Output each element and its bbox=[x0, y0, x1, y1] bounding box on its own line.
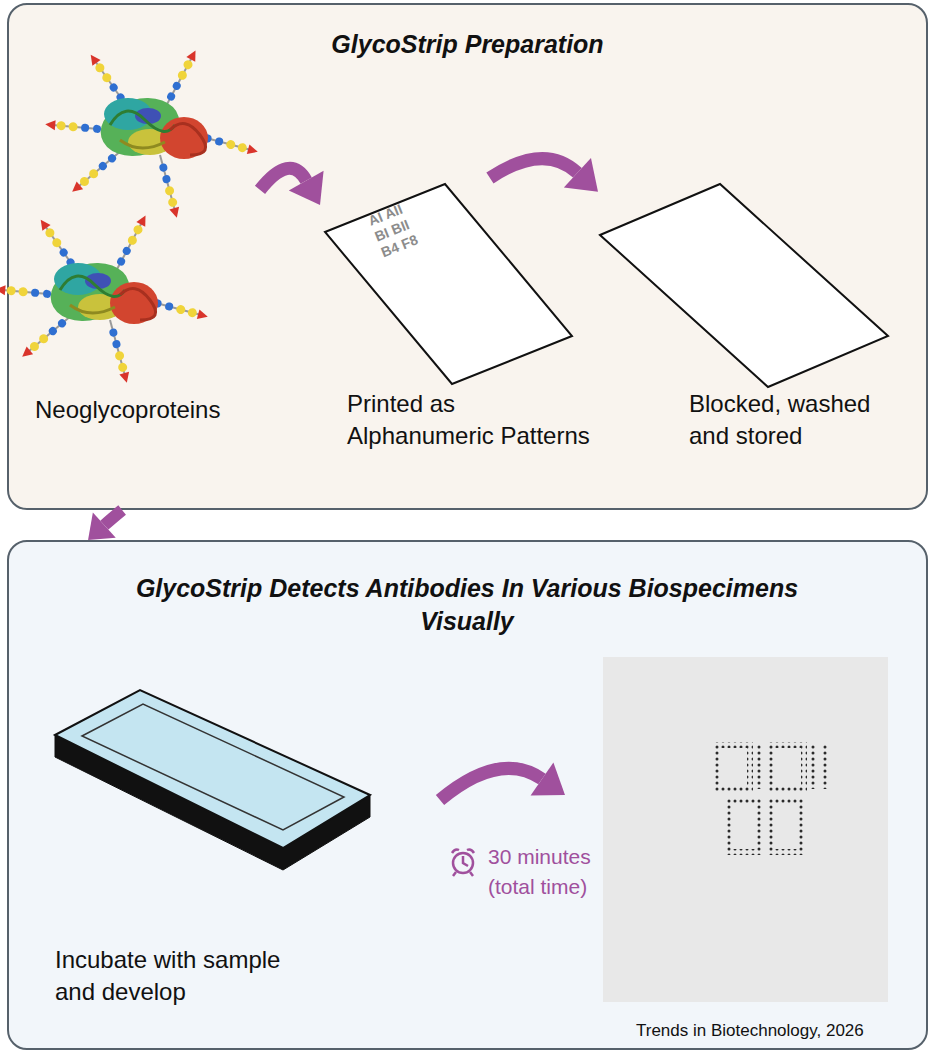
illustration-node: Neoglycoproteins bbox=[25, 60, 260, 430]
node-caption: Incubate with sample and develop bbox=[55, 944, 305, 1008]
tray-node: Incubate with sample and develop bbox=[48, 686, 383, 1004]
panel: GlycoStrip PreparationNeoglycoproteins Pr… bbox=[7, 3, 928, 510]
node-caption: Printed as Alphanumeric Patterns bbox=[347, 388, 602, 452]
source-note: Trends in Biotechnology, 2026 bbox=[636, 1020, 921, 1042]
node-caption: Neoglycoproteins bbox=[35, 394, 260, 426]
panel-title: GlycoStrip Preparation bbox=[9, 28, 926, 60]
panel: GlycoStrip Detects Antibodies In Various… bbox=[7, 540, 928, 1050]
time-note: 30 minutes (total time) bbox=[488, 842, 608, 902]
process-arrow bbox=[260, 168, 324, 205]
strip-node: Blocked, washed and stored bbox=[598, 178, 898, 453]
node-caption: Blocked, washed and stored bbox=[689, 388, 889, 452]
process-arrow bbox=[490, 158, 598, 192]
process-arrow bbox=[88, 510, 122, 540]
panel-title: GlycoStrip Detects Antibodies In Various… bbox=[127, 572, 807, 638]
strip-node: Printed as Alphanumeric PatternsAI AII B… bbox=[320, 178, 610, 453]
